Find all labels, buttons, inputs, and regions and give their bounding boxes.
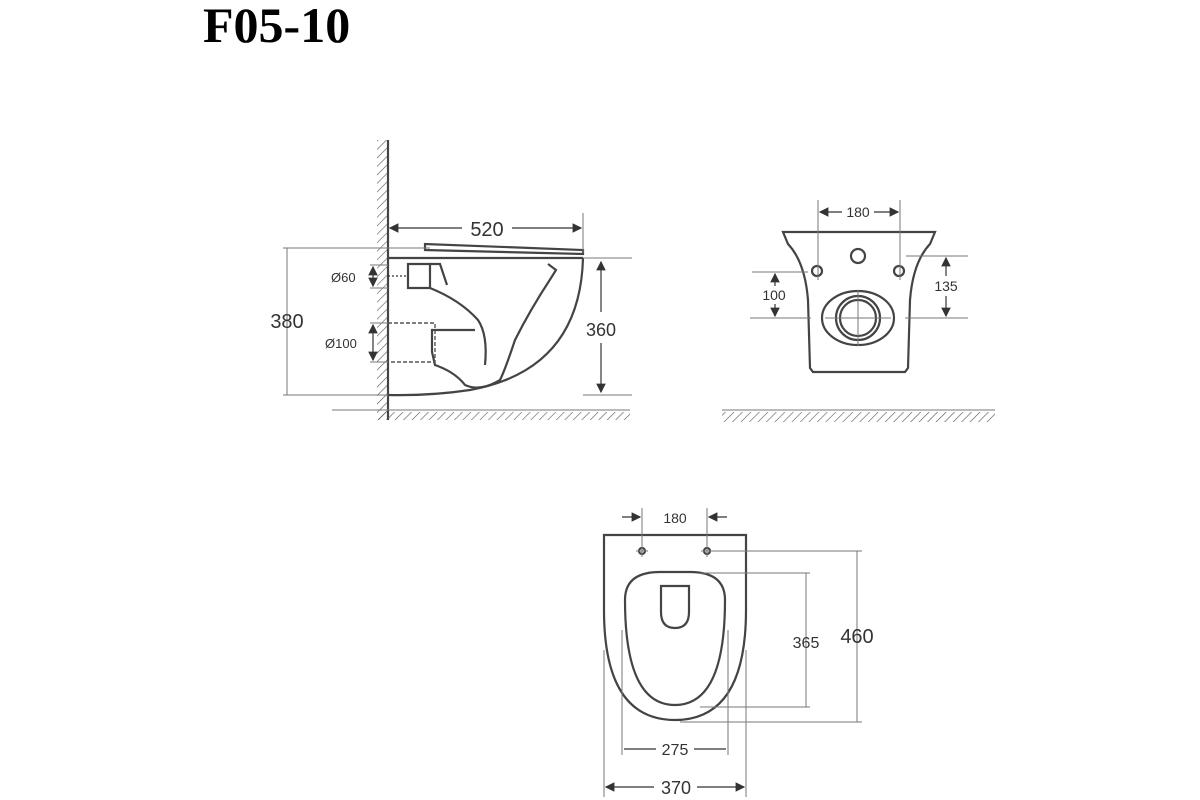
seat-outline <box>623 570 727 707</box>
toilet-side-profile <box>387 242 585 397</box>
toilet-rear-outline <box>781 230 937 374</box>
top-bolt-spacing-dimension: 180 <box>663 510 687 526</box>
bolt-hole-right <box>892 264 906 278</box>
width-dimension: 370 <box>661 778 691 798</box>
rear-bolt-spacing-dimension: 180 <box>846 204 870 220</box>
outlet-height-dimension: 100 <box>762 287 786 303</box>
top-view: 180 460 365 275 370 <box>602 508 874 798</box>
floor-hatch <box>378 412 630 420</box>
model-title: F05-10 <box>203 0 351 53</box>
seat-width-dimension: 275 <box>662 742 689 759</box>
side-view: 520 380 360 Ø60 Ø100 <box>270 140 632 420</box>
inlet-hole <box>849 247 867 265</box>
seat-length-dimension: 365 <box>793 635 820 652</box>
bowl-opening <box>659 584 691 630</box>
floor-hatch <box>722 412 995 422</box>
bolt-hole-left <box>810 264 824 278</box>
total-height-dimension: 380 <box>270 311 303 333</box>
toilet-top-outline <box>602 533 748 722</box>
width-dimension: 520 <box>470 219 503 241</box>
outlet-diameter-dimension: Ø100 <box>325 336 357 351</box>
inlet-height-dimension: 135 <box>934 278 958 294</box>
wall-hatch <box>377 140 387 420</box>
length-dimension: 460 <box>840 626 873 648</box>
rear-view: 180 100 135 <box>722 200 995 422</box>
bowl-height-dimension: 360 <box>586 320 616 340</box>
inlet-diameter-dimension: Ø60 <box>331 270 356 285</box>
